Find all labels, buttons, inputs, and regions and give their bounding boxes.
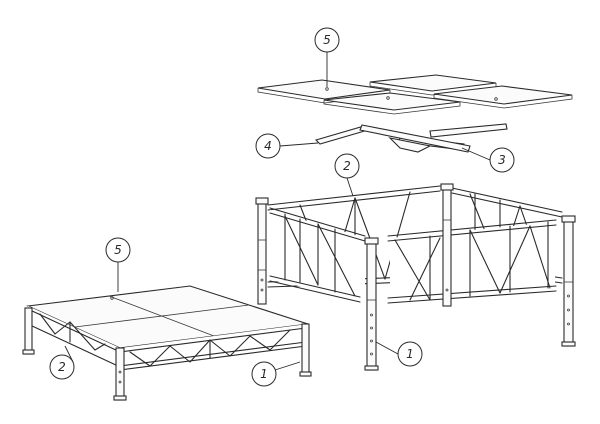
exploded-support-bars [314,123,508,153]
deck-panel-2 [369,74,497,96]
leg-front-middle [364,237,379,371]
callout-3: 3 [489,147,515,173]
assembled-frame-front [119,324,308,371]
callout-5-top-label: 5 [323,33,331,47]
callout-4: 4 [255,133,281,159]
callout-4-label: 4 [264,139,272,153]
callout-leaders [64,52,491,371]
assembled-leg-right [299,323,312,377]
exploded-truss-frame [255,183,576,371]
panel-fastener [325,87,329,91]
leg-back-left [255,197,269,305]
leg-front-right [561,215,576,347]
truss-frame-front [387,219,557,304]
callout-1-right-label: 1 [406,347,414,361]
callout-2-right-label: 2 [343,159,351,173]
leg-back-right [440,183,454,307]
callout-2-left: 2 [49,354,75,380]
callout-2-right: 2 [334,153,360,179]
cross-support-bar [359,124,471,153]
deck-panel-4 [433,85,573,109]
truss-frame-left [269,207,366,303]
assembled-stage [22,285,312,401]
callout-1-left: 1 [251,361,277,387]
assembled-deck [26,285,309,349]
callout-5-top: 5 [314,27,340,53]
callout-1-left-label: 1 [260,367,268,381]
exploded-deck-panels [257,74,573,115]
callout-2-left-label: 2 [58,360,66,374]
panel-fastener [386,96,390,100]
callout-5-left-label: 5 [114,243,122,257]
callout-1-right: 1 [397,341,423,367]
panel-fastener [494,97,498,101]
callout-5-left: 5 [105,237,131,263]
assembled-leg-left [22,307,35,355]
assembled-frame-left [28,306,120,370]
callout-3-label: 3 [498,153,506,167]
assembled-leg-front [113,347,127,401]
